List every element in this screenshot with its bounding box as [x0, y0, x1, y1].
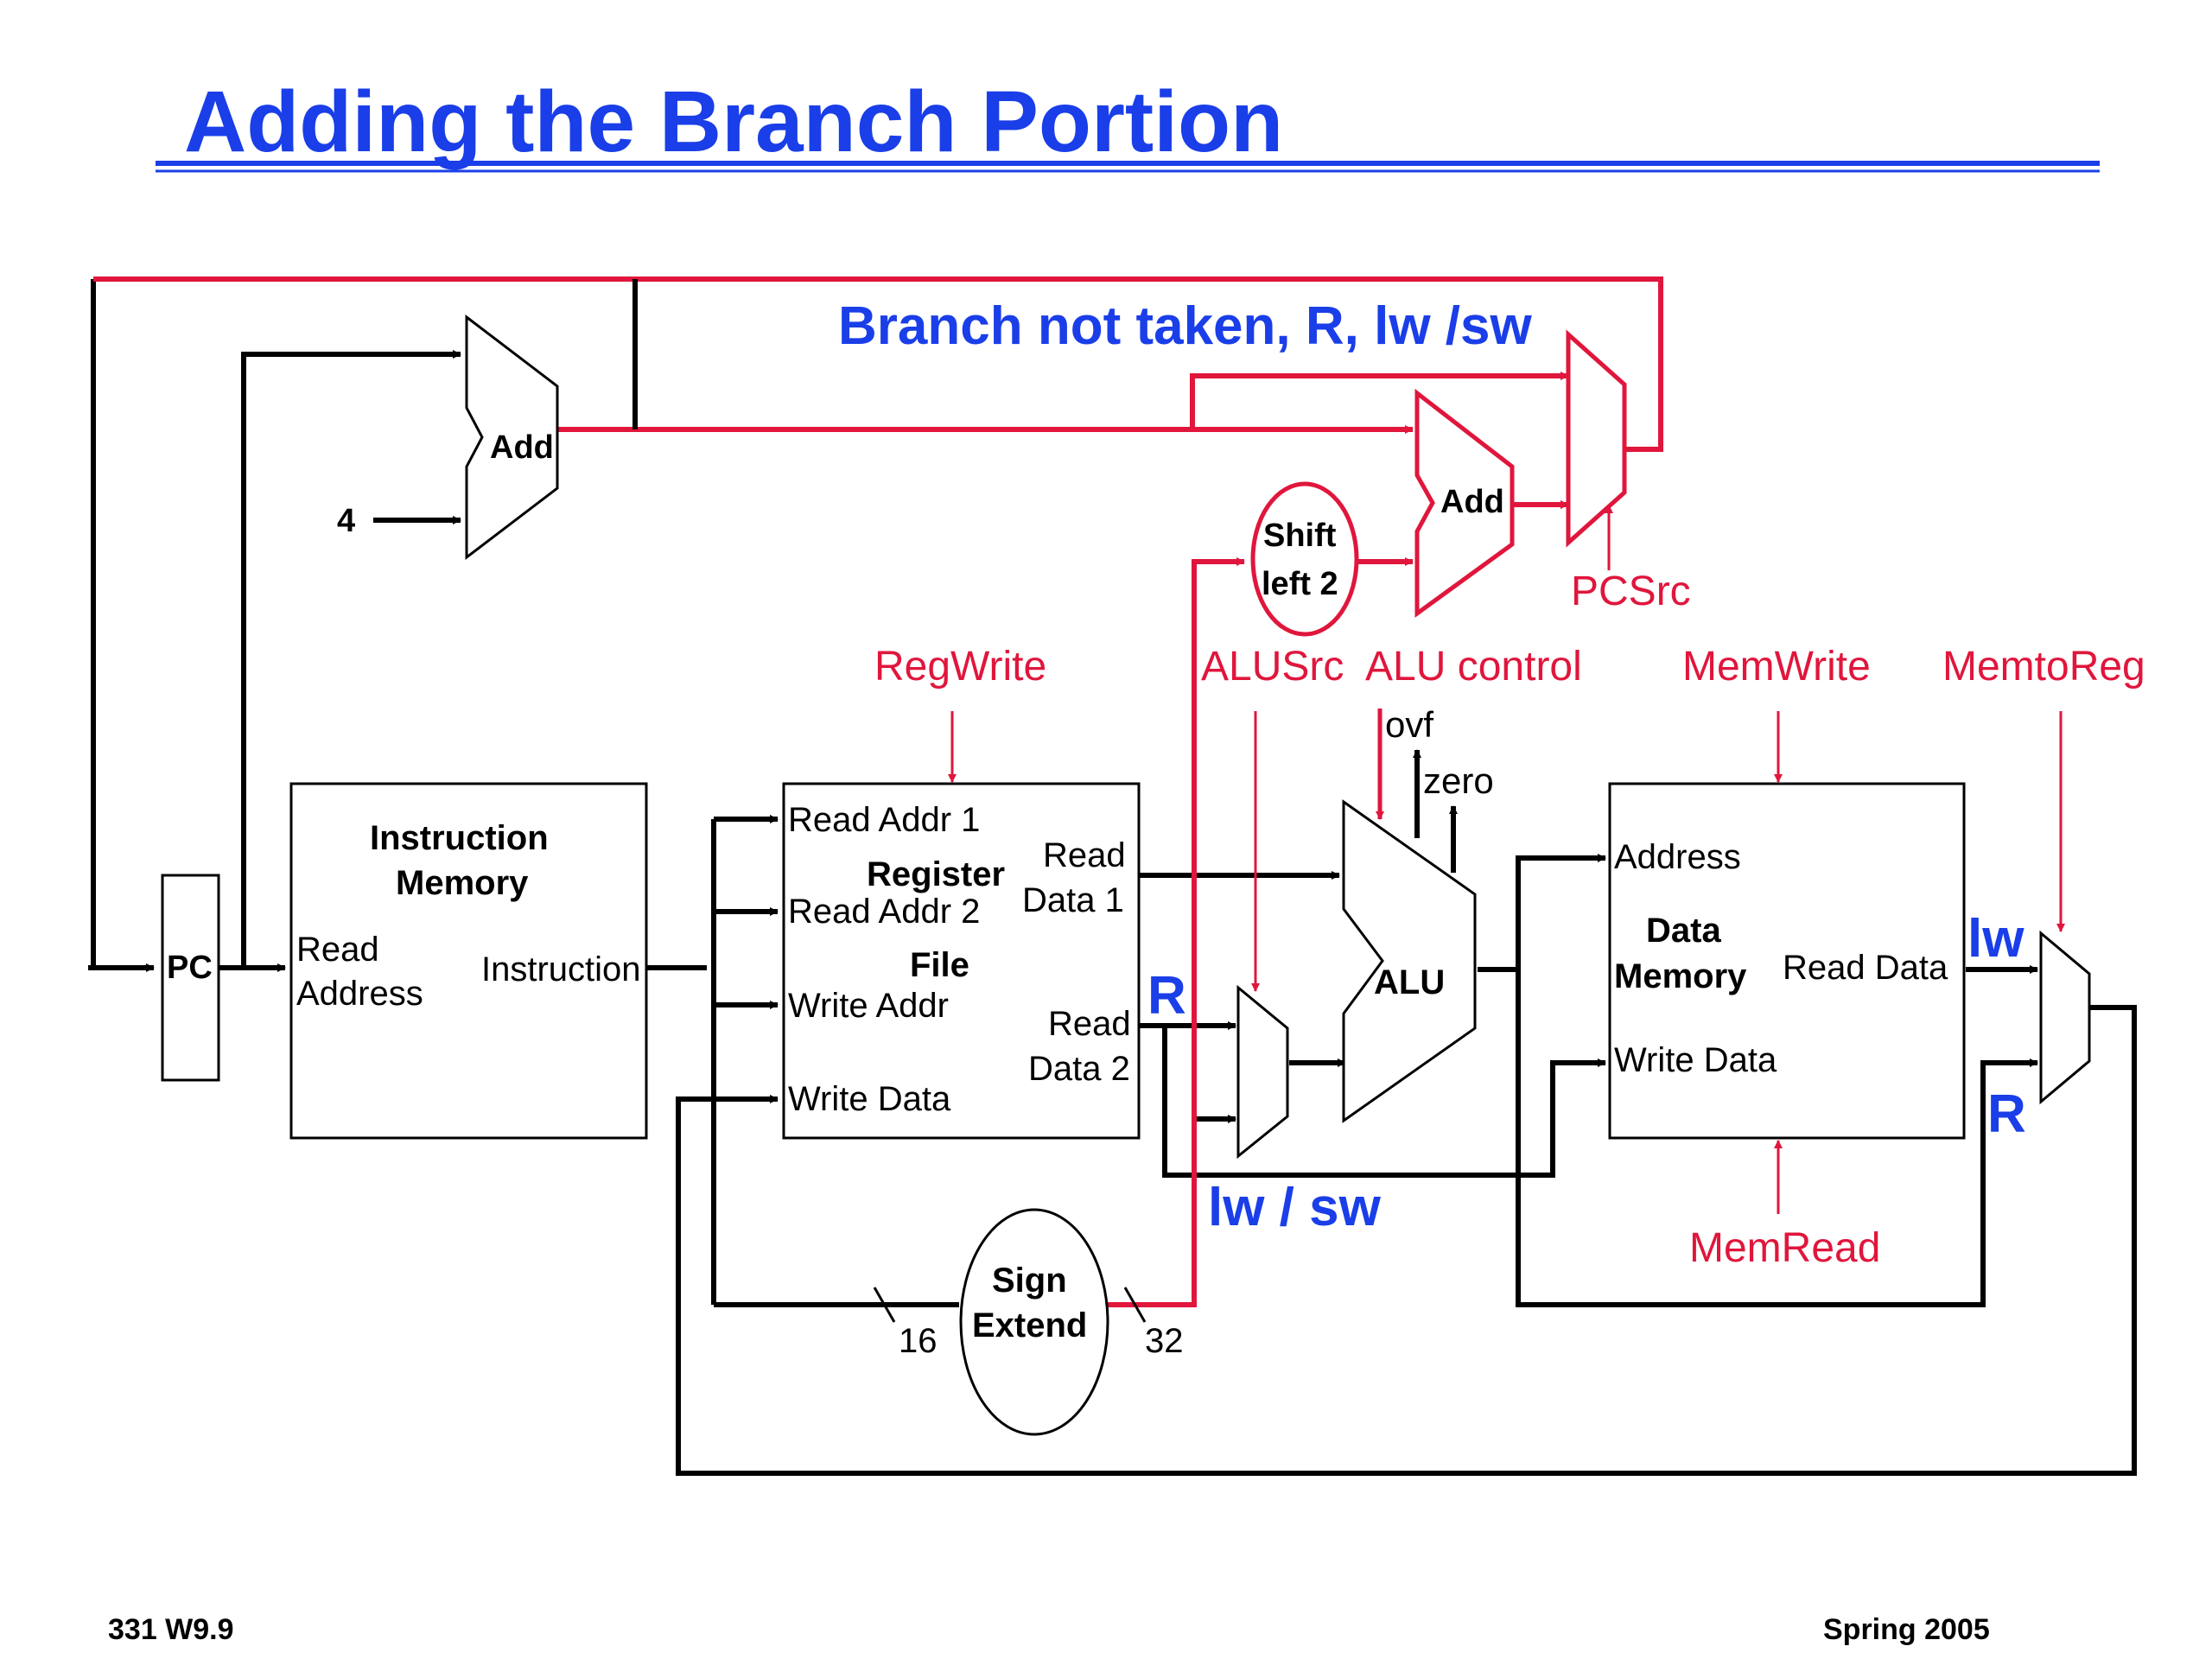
alucontrol-label: ALU control — [1365, 644, 1582, 690]
slide-title: Adding the Branch Portion — [184, 73, 1283, 170]
imem-instruction: Instruction — [481, 950, 641, 988]
regwrite-label: RegWrite — [874, 644, 1046, 690]
imem-title-1: Instruction — [370, 819, 549, 857]
const-four: 4 — [337, 503, 355, 539]
rd2-to-dmem-wire — [1162, 1026, 1606, 1178]
alu-zero: zero — [1423, 760, 1494, 801]
alu — [1342, 799, 1477, 1123]
shift-label-2: left 2 — [1262, 566, 1338, 602]
pc-adder — [465, 314, 559, 561]
lw-mux-note: lw — [1967, 909, 2024, 969]
branch-adder-label: Add — [1440, 484, 1504, 520]
alusrc-label: ALUSrc — [1201, 644, 1344, 690]
r-mux-note: R — [1987, 1084, 2026, 1144]
pc-label: PC — [167, 950, 213, 986]
footer-right: Spring 2005 — [1823, 1613, 1990, 1646]
writeback-wire — [676, 1005, 2137, 1476]
active-path-wires — [93, 276, 1663, 1307]
pc-feedback-wire — [91, 279, 155, 972]
alusrc-mux — [1236, 984, 1289, 1160]
rf-read-addr-1: Read Addr 1 — [788, 801, 980, 839]
imm32-wire — [1102, 557, 1245, 1307]
alu-to-dmem-wire — [1516, 854, 1606, 969]
footer-left: 331 W9.9 — [108, 1613, 234, 1646]
branch-adder — [1414, 388, 1515, 618]
alu-label: ALU — [1374, 963, 1445, 1001]
branch-not-taken-note: Branch not taken, R, lw /sw — [838, 296, 1532, 356]
r-alu-note: R — [1147, 966, 1186, 1026]
sign-extend — [959, 1208, 1109, 1436]
pc-next-wire — [93, 276, 1663, 452]
shift-label-1: Shift — [1263, 518, 1337, 554]
rf-rd1-1: Read — [1043, 836, 1126, 874]
title-underline — [156, 161, 2100, 173]
pcsrc-mux — [1566, 329, 1627, 548]
dmem-address: Address — [1614, 838, 1741, 876]
imem-read-2: Address — [296, 975, 423, 1013]
dmem-read-data: Read Data — [1783, 949, 1948, 987]
alu-ovf: ovf — [1385, 704, 1433, 745]
memread-label: MemRead — [1689, 1225, 1880, 1271]
instruction-memory — [289, 782, 648, 1140]
imem-read-1: Read — [296, 931, 379, 969]
bus-width-16: 16 — [899, 1322, 938, 1360]
dmem-title-2: Memory — [1614, 957, 1747, 995]
sign-extend-label-2: Extend — [972, 1306, 1087, 1344]
rf-title-2: File — [910, 946, 969, 984]
bus-width-32-slash — [1123, 1287, 1147, 1323]
rf-write-data: Write Data — [788, 1080, 951, 1118]
pcsrc-label: PCSrc — [1571, 569, 1691, 614]
rf-read-addr-2: Read Addr 2 — [788, 893, 980, 931]
rf-title-1: Register — [867, 855, 1005, 893]
rf-write-addr: Write Addr — [788, 987, 949, 1025]
memtoreg-mux — [2039, 930, 2091, 1105]
rf-rd2-2: Data 2 — [1028, 1050, 1130, 1088]
dmem-title-1: Data — [1646, 912, 1721, 950]
pc-register — [161, 874, 220, 1082]
bus-width-16-slash — [873, 1287, 896, 1323]
data-memory — [1608, 782, 1966, 1140]
rf-rd1-2: Data 1 — [1022, 881, 1124, 919]
memtoreg-label: MemtoReg — [1942, 644, 2145, 690]
pc-to-adder-wire — [241, 350, 461, 968]
black-wires — [88, 279, 2137, 1476]
alu-bypass-wire — [1516, 969, 2038, 1307]
imem-title-2: Memory — [396, 864, 529, 902]
control-arrows — [948, 505, 2065, 1214]
rf-rd2-1: Read — [1048, 1005, 1131, 1043]
dmem-write-data: Write Data — [1614, 1041, 1777, 1079]
shift-left-2 — [1250, 481, 1359, 637]
bus-width-32: 32 — [1145, 1322, 1184, 1360]
pc-adder-label: Add — [490, 429, 554, 466]
register-file — [782, 782, 1141, 1140]
sign-extend-label-1: Sign — [992, 1262, 1067, 1300]
memwrite-label: MemWrite — [1682, 644, 1871, 690]
lw-sw-note: lw / sw — [1208, 1178, 1382, 1237]
